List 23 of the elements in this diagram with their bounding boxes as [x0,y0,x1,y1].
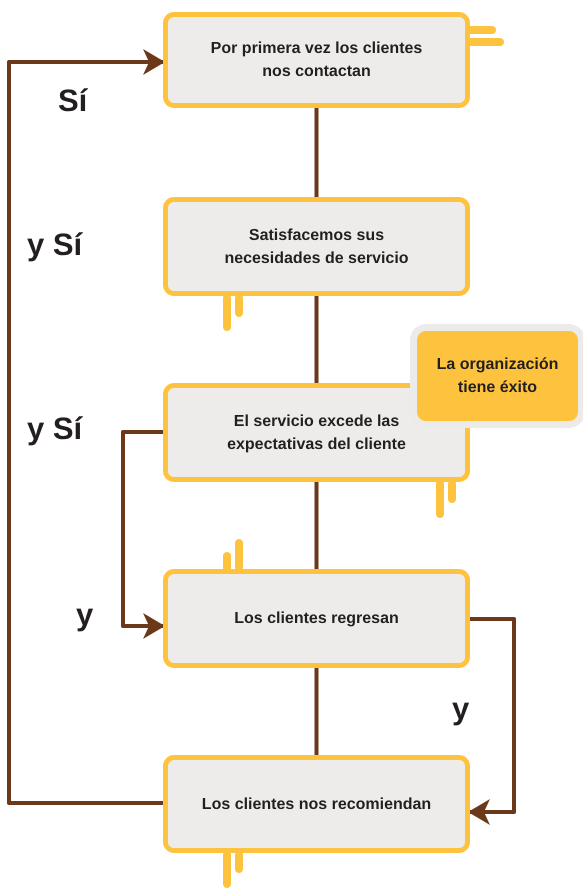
arrow [121,430,165,639]
connector-line [314,482,318,569]
arrow [468,617,516,825]
condition-label: y Sí [27,412,82,446]
box-text: Los clientes regresan [233,609,400,629]
connector-line [314,296,318,383]
condition-label: y [452,692,470,726]
box-text: Satisfacemos sus necesidades de servicio [223,226,410,268]
process-box [163,197,470,296]
process-box [163,12,470,108]
condition-label: y Sí [27,228,82,262]
result-box [417,331,578,421]
box-text: Por primera vez los clientes nos contactan [210,39,424,82]
arrow [7,49,165,805]
box-text: Los clientes nos recomiendan [200,794,432,814]
condition-label: Sí [58,84,88,118]
connector-line [314,668,318,755]
process-box [163,755,470,853]
box-text: La organización tiene éxito [436,355,560,398]
connector-line [314,108,318,197]
box-text: El servicio excede las expectativas del cliente [226,412,407,454]
condition-label: y [76,598,94,632]
process-box [163,569,470,668]
